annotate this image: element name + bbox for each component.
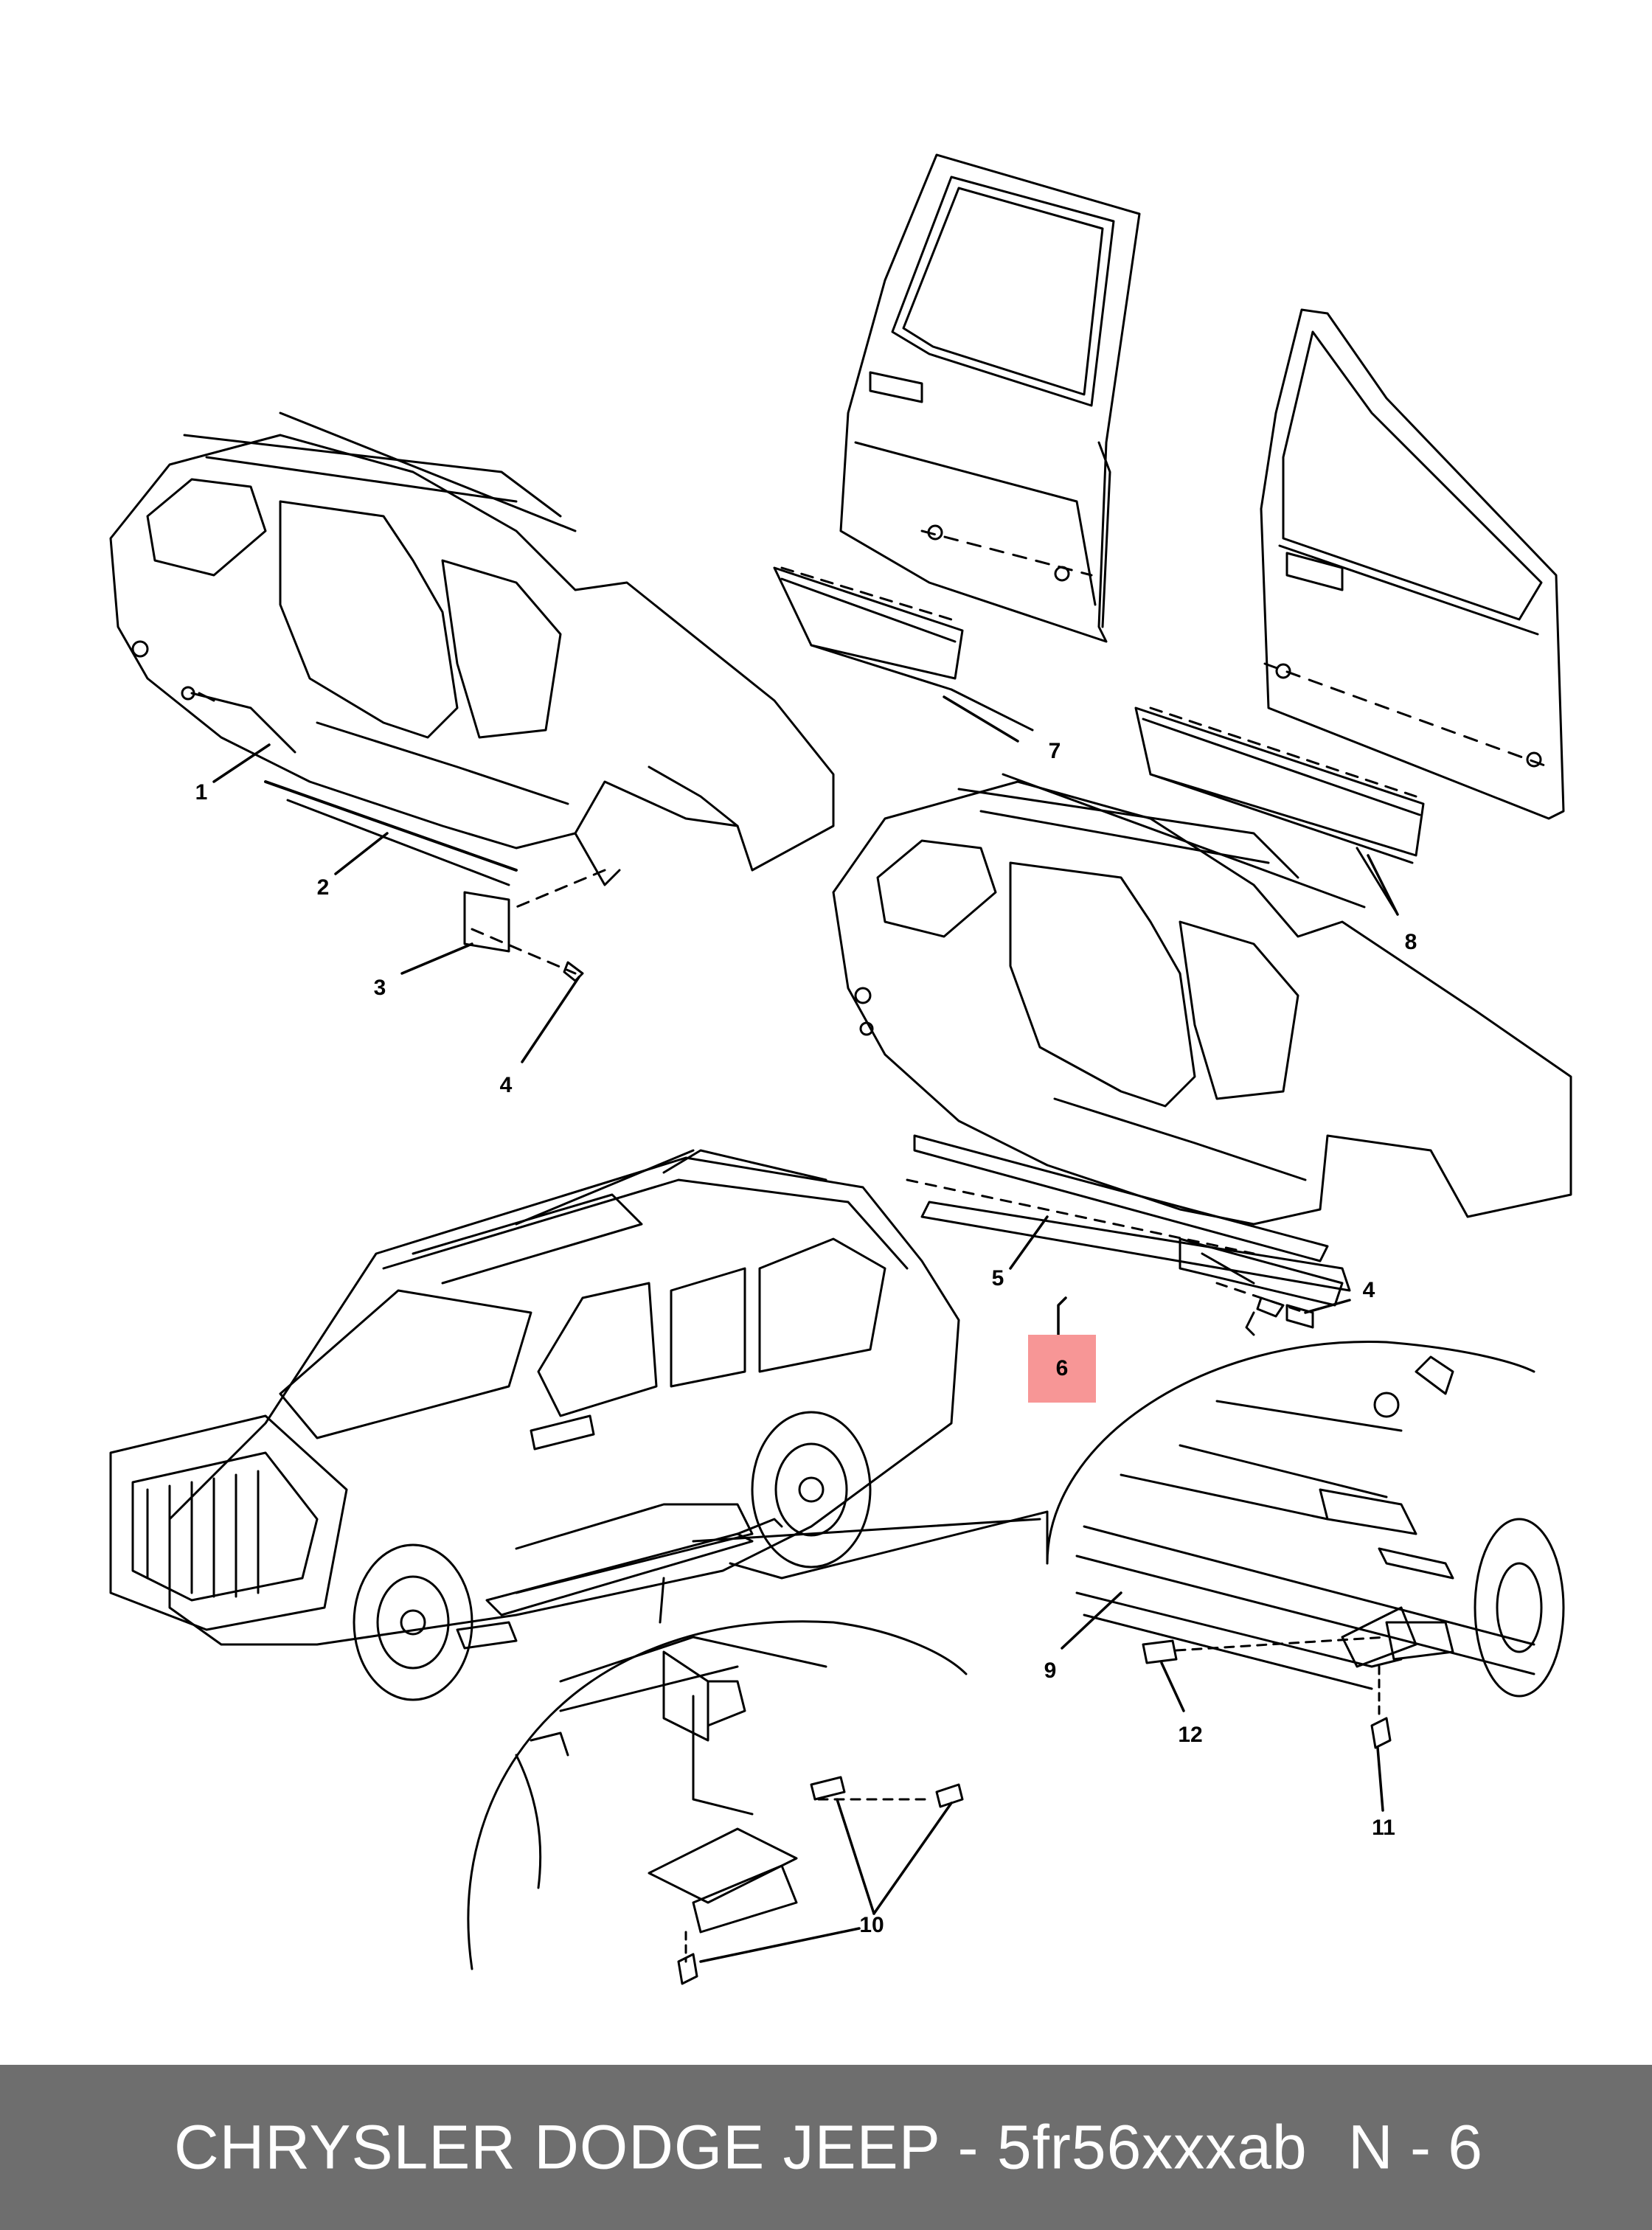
callout-7: 7 [1048, 739, 1061, 763]
body-shell-left-illustration [109, 411, 835, 982]
detail-view-bracket [467, 1620, 968, 1985]
callout-6-highlighted: 6 [1028, 1335, 1096, 1403]
body-shell-right-illustration [832, 773, 1572, 1336]
callout-8: 8 [1404, 930, 1417, 954]
footer-bar: CHRYSLER DODGE JEEP - 5fr56xxxab N - 6 [0, 2065, 1652, 2230]
callout-9: 9 [1044, 1658, 1057, 1683]
parts-diagram [109, 153, 1572, 1985]
callout-1: 1 [195, 780, 208, 805]
part-number-title: CHRYSLER DODGE JEEP - 5fr56xxxab [174, 2112, 1308, 2182]
page-reference: N - 6 [1348, 2112, 1483, 2182]
callout-11: 11 [1372, 1816, 1395, 1840]
callout-5: 5 [991, 1266, 1004, 1291]
callout-10: 10 [859, 1913, 884, 1937]
detail-view-rocker-mount [1046, 1341, 1565, 1749]
front-door-molding-8 [1134, 706, 1425, 916]
rear-door-molding-7 [773, 566, 1034, 732]
front-door-illustration [1260, 308, 1565, 820]
callout-12: 12 [1178, 1723, 1203, 1747]
callout-4-upper: 4 [499, 1073, 513, 1097]
vehicle-illustration [109, 1149, 960, 1701]
callout-leader-lines [212, 695, 1399, 1963]
rear-door-illustration [839, 153, 1141, 643]
callout-3: 3 [373, 976, 386, 1000]
callout-2: 2 [316, 875, 330, 900]
callout-4-lower: 4 [1362, 1278, 1375, 1302]
detail-leader-lines [659, 1510, 1049, 1624]
